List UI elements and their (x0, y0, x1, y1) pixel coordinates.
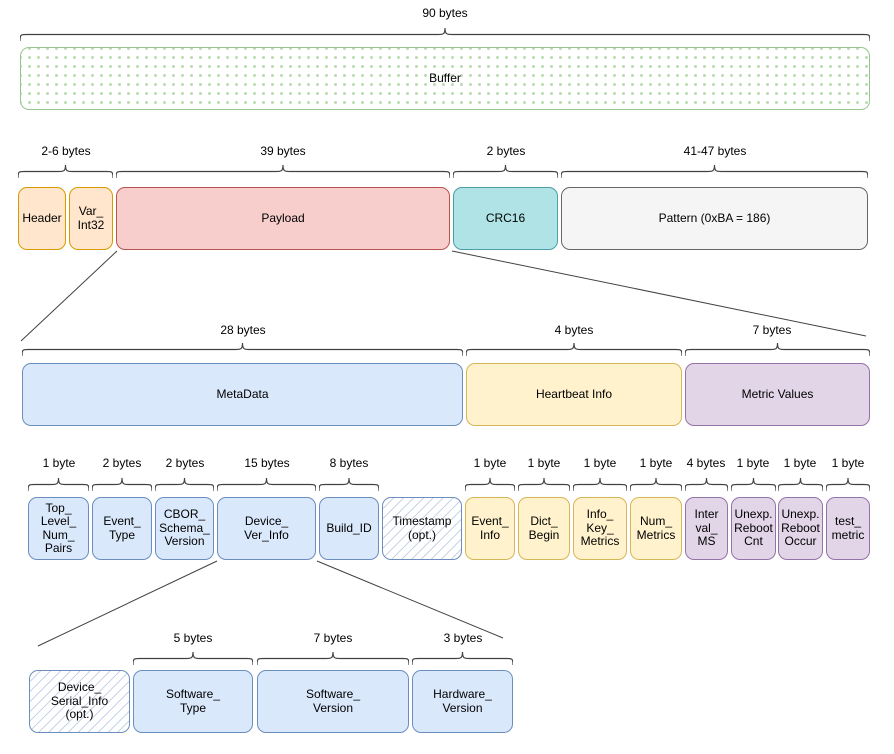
bytes-label-hardware-version: 3 bytes (443, 631, 483, 645)
brace-build-id (318, 477, 380, 492)
box-pattern: Pattern (0xBA = 186) (561, 187, 868, 250)
box-crc16: CRC16 (453, 187, 558, 250)
box-top-level-num-pairs: Top_ Level_ Num_ Pairs (28, 497, 89, 560)
bytes-label-payload: 39 bytes (260, 144, 306, 158)
bytes-label-info-key: 1 byte (583, 456, 617, 470)
bytes-label-heartbeat: 4 bytes (554, 323, 594, 337)
bytes-label-software-type: 5 bytes (173, 631, 213, 645)
box-unexp-reboot-occur: Unexp. Reboot Occur (778, 497, 823, 560)
bytes-label-event-info: 1 byte (473, 456, 507, 470)
bytes-label-interval-ms: 4 bytes (686, 456, 726, 470)
box-timestamp: Timestamp (opt.) (382, 497, 462, 560)
connector-device-ver-right (316, 560, 504, 639)
bytes-label-top-level: 1 byte (42, 456, 76, 470)
box-device-serial-info: Device_ Serial_Info (opt.) (29, 670, 130, 733)
bytes-label-header-varint: 2-6 bytes (41, 144, 91, 158)
box-info-key-metrics: Info_ Key_ Metrics (573, 497, 627, 560)
bytes-label-software-version: 7 bytes (313, 631, 353, 645)
box-metadata: MetaData (22, 363, 463, 426)
box-device-ver-info: Device_ Ver_Info (217, 497, 316, 560)
brace-software-type (132, 651, 254, 666)
brace-payload (115, 164, 451, 179)
brace-hardware-version (411, 651, 514, 666)
box-software-version: Software_ Version (257, 670, 409, 733)
brace-info-key (572, 477, 628, 492)
brace-software-version (256, 651, 410, 666)
box-payload: Payload (116, 187, 450, 250)
box-buffer: Buffer (20, 47, 870, 110)
brace-reboot-occur (777, 477, 824, 492)
brace-dict-begin (517, 477, 571, 492)
bytes-label-reboot-cnt: 1 byte (736, 456, 770, 470)
box-event-info: Event_ Info (465, 497, 515, 560)
brace-reboot-cnt (730, 477, 777, 492)
brace-event-type (91, 477, 153, 492)
box-software-type: Software_ Type (133, 670, 253, 733)
brace-event-info (464, 477, 516, 492)
box-dict-begin: Dict_ Begin (518, 497, 570, 560)
bytes-label-reboot-occur: 1 byte (783, 456, 817, 470)
bytes-label-event-type: 2 bytes (102, 456, 142, 470)
bytes-label-metadata: 28 bytes (220, 323, 266, 337)
bytes-label-dict-begin: 1 byte (527, 456, 561, 470)
box-cbor-schema-version: CBOR_ Schema_ Version (155, 497, 214, 560)
brace-pattern (560, 164, 869, 179)
box-unexp-reboot-cnt: Unexp. Reboot Cnt (731, 497, 776, 560)
bytes-label-metric-values: 7 bytes (752, 323, 792, 337)
brace-interval-ms (684, 477, 729, 492)
connector-payload-left (20, 250, 118, 342)
brace-num-metrics (629, 477, 683, 492)
brace-metric-values (684, 342, 871, 357)
brace-crc16 (452, 164, 559, 179)
bytes-label-build-id: 8 bytes (329, 456, 369, 470)
box-test-metric: test_ metric (826, 497, 870, 560)
bytes-label-test-metric: 1 byte (831, 456, 865, 470)
bytes-label-cbor: 2 bytes (165, 456, 205, 470)
brace-top-level (27, 477, 90, 492)
bytes-label-device-ver: 15 bytes (244, 456, 290, 470)
brace-heartbeat (465, 342, 683, 357)
box-event-type: Event_ Type (92, 497, 152, 560)
brace-metadata (21, 342, 464, 357)
box-num-metrics: Num_ Metrics (630, 497, 682, 560)
box-heartbeat-info: Heartbeat Info (466, 363, 682, 426)
box-build-id: Build_ID (319, 497, 379, 560)
bytes-label-pattern: 41-47 bytes (683, 144, 747, 158)
brace-buffer (19, 27, 871, 42)
box-interval-ms: Inter val_ MS (685, 497, 728, 560)
brace-cbor (154, 477, 215, 492)
box-metric-values: Metric Values (685, 363, 870, 426)
bytes-label-num-metrics: 1 byte (639, 456, 673, 470)
bytes-label-buffer: 90 bytes (422, 6, 468, 20)
bytes-label-crc16: 2 bytes (486, 144, 526, 158)
brace-device-ver (216, 477, 317, 492)
box-hardware-version: Hardware_ Version (412, 670, 513, 733)
box-header: Header (18, 187, 66, 250)
brace-header-varint (17, 164, 114, 179)
brace-test-metric (825, 477, 871, 492)
box-var-int32: Var_ Int32 (69, 187, 113, 250)
